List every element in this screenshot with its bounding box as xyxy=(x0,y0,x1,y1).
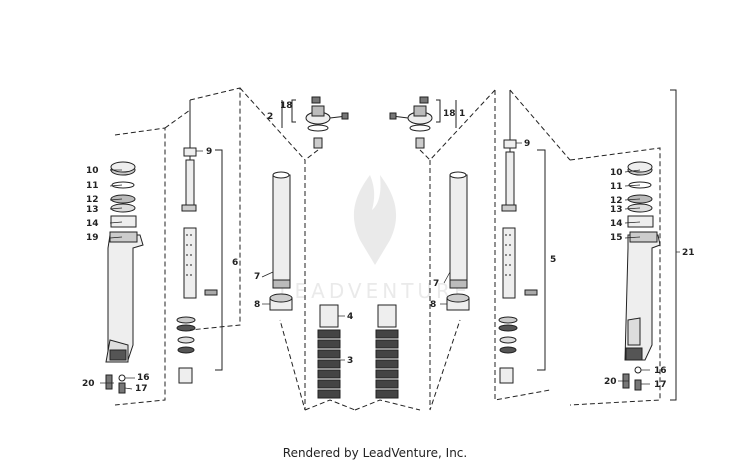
callout-4: 4 xyxy=(347,312,353,322)
callout-7-right: 7 xyxy=(433,279,439,289)
callout-1: 1 xyxy=(459,109,465,119)
callout-17-left: 17 xyxy=(135,384,148,394)
callout-18-left: 18 xyxy=(280,101,293,111)
callout-13-left: 13 xyxy=(86,205,99,215)
callout-16-left: 16 xyxy=(137,373,150,383)
callout-18-right: 18 xyxy=(443,109,456,119)
right-damper-rod xyxy=(498,90,538,384)
callout-9-left: 9 xyxy=(206,147,212,157)
callout-17-right: 17 xyxy=(654,380,667,390)
callout-15: 15 xyxy=(610,233,623,243)
watermark: LEADVENTURE xyxy=(279,175,470,303)
left-fork-cap xyxy=(305,96,349,149)
right-dust-boot xyxy=(375,304,399,399)
callout-2: 2 xyxy=(267,112,273,122)
callout-14-left: 14 xyxy=(86,219,99,229)
watermark-text: LEADVENTURE xyxy=(279,279,470,303)
callout-20-right: 20 xyxy=(604,377,617,387)
callout-labels: 10 11 12 13 14 19 9 6 16 17 20 7 8 2 18 … xyxy=(82,101,695,394)
callout-3: 3 xyxy=(347,356,353,366)
callout-21: 21 xyxy=(682,248,695,258)
left-bolts xyxy=(105,374,126,394)
right-fork-cap xyxy=(389,96,433,149)
callout-16-right: 16 xyxy=(654,366,667,376)
watermark-flame-icon xyxy=(353,175,397,265)
left-dust-boot xyxy=(317,304,341,399)
callout-20-left: 20 xyxy=(82,379,95,389)
right-inner-tube xyxy=(446,171,470,311)
left-damper-rod xyxy=(176,100,218,384)
callout-19: 19 xyxy=(86,233,99,243)
callout-10-right: 10 xyxy=(610,168,623,178)
left-outer-tube xyxy=(105,231,144,363)
callout-14-right: 14 xyxy=(610,219,623,229)
left-seal-stack xyxy=(110,161,137,228)
callout-12-left: 12 xyxy=(86,195,99,205)
callout-8-left: 8 xyxy=(254,300,260,310)
left-inner-tube xyxy=(269,171,293,311)
callout-13-right: 13 xyxy=(610,205,623,215)
right-outer-tube xyxy=(624,231,661,361)
callout-6: 6 xyxy=(232,258,238,268)
callout-10-left: 10 xyxy=(86,166,99,176)
callout-8-right: 8 xyxy=(430,300,436,310)
right-seal-stack xyxy=(627,161,654,228)
callout-11-right: 11 xyxy=(610,182,623,192)
callout-12-right: 12 xyxy=(610,196,623,206)
right-bolts xyxy=(622,366,642,391)
callout-7-left: 7 xyxy=(254,272,260,282)
callout-9-right: 9 xyxy=(524,139,530,149)
brackets xyxy=(215,89,677,401)
callout-5: 5 xyxy=(550,255,556,265)
callout-11-left: 11 xyxy=(86,181,99,191)
footer-credit: Rendered by LeadVenture, Inc. xyxy=(282,446,468,460)
leader-lines xyxy=(100,142,680,390)
